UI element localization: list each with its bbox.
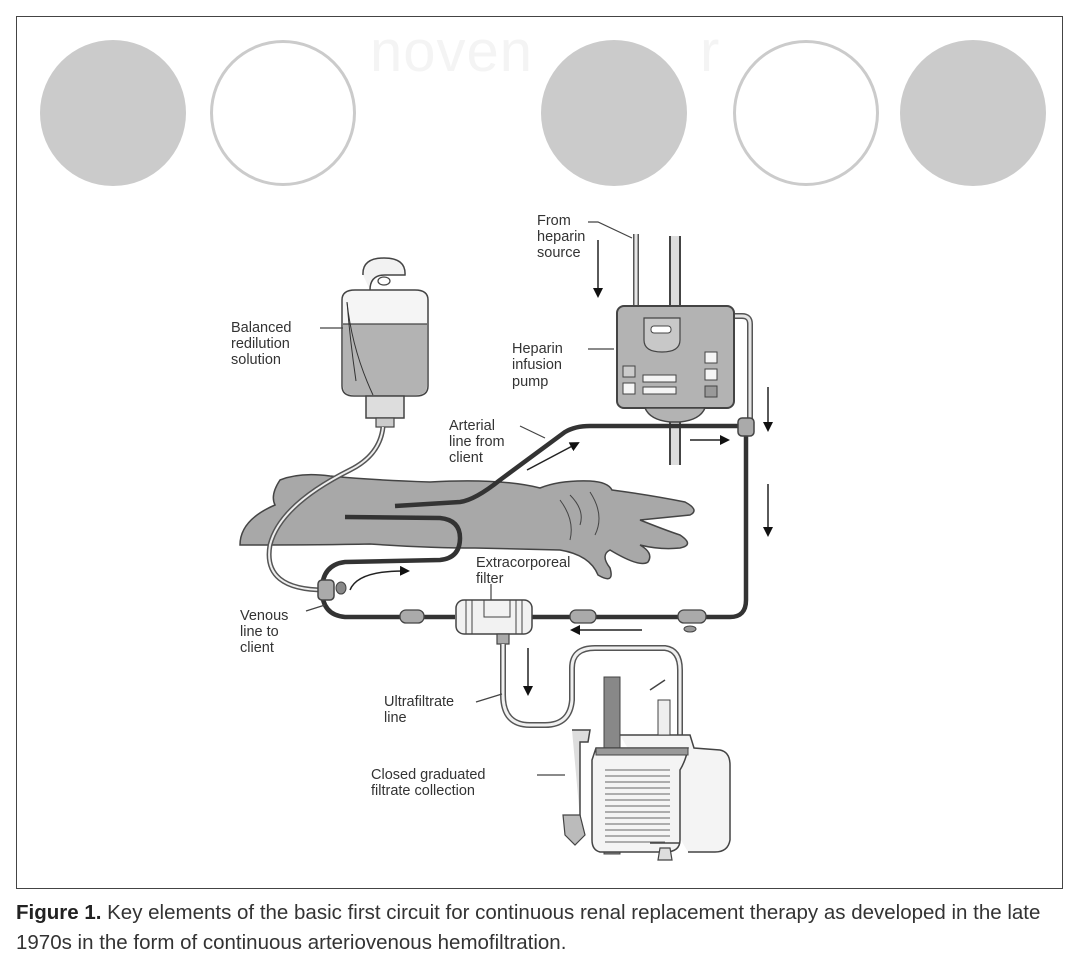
watermark-right: r — [700, 19, 721, 84]
venous-line — [319, 514, 463, 620]
svg-text:client: client — [449, 450, 483, 466]
svg-text:Closed graduated: Closed graduated — [371, 767, 485, 783]
extracorporeal-filter — [455, 599, 533, 645]
svg-text:pump: pump — [512, 374, 548, 390]
return-clamp — [569, 609, 597, 624]
svg-text:line: line — [384, 710, 407, 726]
svg-text:line from: line from — [449, 434, 505, 450]
svg-text:Balanced: Balanced — [231, 320, 291, 336]
svg-text:client: client — [240, 640, 274, 656]
decorative-circle-1 — [40, 40, 186, 186]
svg-text:From: From — [537, 213, 571, 229]
decorative-circle-3 — [541, 40, 687, 186]
heparin-infusion-pump — [616, 305, 735, 423]
leader-lines — [305, 221, 633, 776]
svg-text:heparin: heparin — [537, 229, 585, 245]
svg-text:infusion: infusion — [512, 357, 562, 373]
svg-text:Ultrafiltrate: Ultrafiltrate — [384, 694, 454, 710]
decorative-circle-5 — [900, 40, 1046, 186]
svg-text:Venous: Venous — [240, 608, 288, 624]
label-venous-line: Venous line to client — [240, 608, 288, 656]
label-ultrafiltrate-line: Ultrafiltrate line — [384, 694, 454, 726]
svg-text:Arterial: Arterial — [449, 418, 495, 434]
svg-text:redilution: redilution — [231, 336, 290, 352]
sampling-port — [677, 609, 707, 633]
label-heparin-pump: Heparin infusion pump — [512, 341, 563, 390]
decorative-circle-4 — [733, 40, 879, 186]
svg-text:source: source — [537, 245, 581, 261]
label-arterial-line: Arterial line from client — [449, 418, 505, 466]
flow-arrows — [349, 240, 773, 696]
figure-caption: Figure 1. Key elements of the basic firs… — [16, 898, 1066, 958]
figure-label: Figure 1. — [16, 901, 102, 924]
svg-text:line to: line to — [240, 624, 279, 640]
svg-text:filter: filter — [476, 571, 504, 587]
ultrafiltrate-line — [500, 644, 683, 748]
arterial-line — [394, 423, 746, 509]
watermark-left: noven — [370, 19, 534, 84]
decorative-circle-2 — [210, 40, 356, 186]
label-filtrate-collection: Closed graduated filtrate collection — [371, 767, 485, 799]
arterial-connector — [737, 417, 755, 437]
label-balanced-solution: Balanced redilution solution — [231, 320, 291, 368]
svg-text:filtrate collection: filtrate collection — [371, 783, 475, 799]
svg-text:Heparin: Heparin — [512, 341, 563, 357]
svg-text:solution: solution — [231, 352, 281, 368]
svg-text:Extracorporeal: Extracorporeal — [476, 555, 570, 571]
iv-bag — [341, 257, 429, 428]
filtrate-collection-container — [562, 676, 731, 861]
venous-port — [335, 581, 347, 595]
return-line — [530, 434, 749, 620]
arrow-venous-curve — [349, 565, 410, 591]
label-heparin-source: From heparin source — [537, 213, 585, 261]
caption-text: Key elements of the basic first circuit … — [16, 901, 1041, 954]
venous-clamp — [399, 609, 425, 624]
label-extracorporeal-filter: Extracorporeal filter — [476, 555, 570, 587]
redilution-tube — [266, 426, 386, 593]
client-arm — [239, 473, 695, 580]
venous-connector — [317, 579, 335, 601]
arrow-arterial-up — [526, 442, 580, 471]
